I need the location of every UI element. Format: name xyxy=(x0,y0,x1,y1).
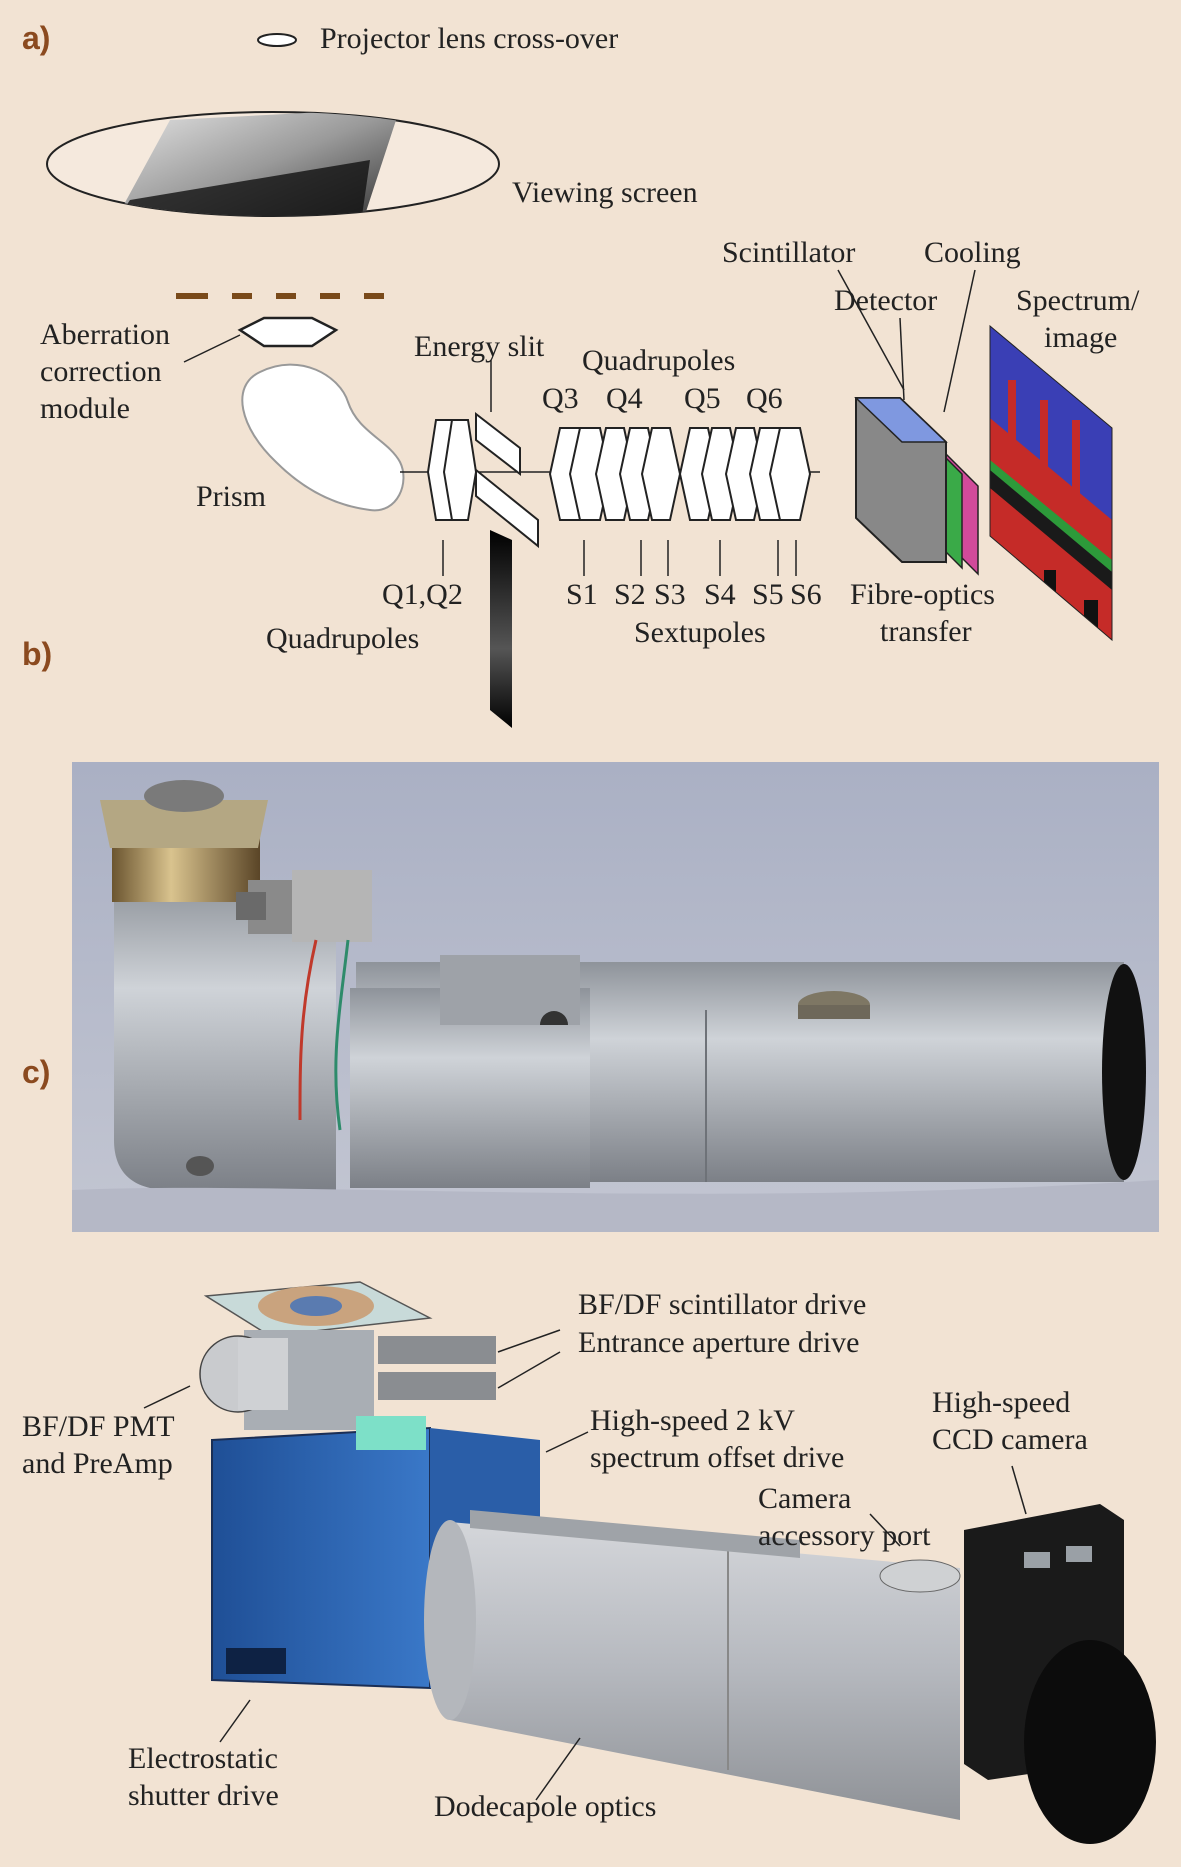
viewing-screen-label: Viewing screen xyxy=(512,176,698,209)
quadrupole-q1-q2 xyxy=(426,419,478,521)
entrance-aperture-label: Entrance aperture drive xyxy=(578,1326,860,1359)
fibre-label-2: transfer xyxy=(880,615,972,648)
sextupoles-label: Sextupoles xyxy=(634,616,766,649)
shutter-label-1: Electrostatic xyxy=(128,1742,278,1775)
pmt-label-2: and PreAmp xyxy=(22,1447,173,1480)
pmt-label-1: BF/DF PMT xyxy=(22,1410,175,1443)
quadrupoles-bottom-label: Quadrupoles xyxy=(266,622,420,655)
s5-label: S5 xyxy=(752,578,784,611)
slit-beam-image xyxy=(490,530,512,728)
scintillator-label: Scintillator xyxy=(722,236,856,269)
aberration-label-1: Aberration xyxy=(40,318,170,351)
s3-label: S3 xyxy=(654,578,686,611)
panel-label-a: a) xyxy=(22,20,51,56)
accessory-label-2: accessory port xyxy=(758,1519,931,1552)
spectrum-image xyxy=(989,324,1113,642)
dodecapole-label: Dodecapole optics xyxy=(434,1790,657,1823)
detector-label: Detector xyxy=(834,284,938,317)
s2-label: S2 xyxy=(614,578,646,611)
aberration-label-3: module xyxy=(40,392,130,425)
fibre-label-1: Fibre-optics xyxy=(850,578,995,611)
s1-label: S1 xyxy=(566,578,598,611)
quadrupoles-sextupoles xyxy=(548,427,812,521)
panel-label-b: b) xyxy=(22,636,53,672)
q6-label: Q6 xyxy=(746,382,783,415)
panel-label-c: c) xyxy=(22,1054,51,1090)
ccd-label-1: High-speed xyxy=(932,1386,1071,1419)
accessory-label-1: Camera xyxy=(758,1482,852,1515)
ellipse-crossover-icon xyxy=(257,33,297,47)
bfdf-scintillator-label: BF/DF scintillator drive xyxy=(578,1288,867,1321)
prism xyxy=(241,363,405,512)
energy-slit xyxy=(475,411,539,549)
legend-crossover-label: Projector lens cross-over xyxy=(320,22,619,55)
prism-label: Prism xyxy=(196,480,267,513)
detector-stack xyxy=(854,397,979,576)
cooling-label: Cooling xyxy=(924,236,1021,269)
spectrum-label-1: Spectrum/ xyxy=(1016,284,1140,317)
aberration-label-2: correction xyxy=(40,355,162,388)
aberration-module xyxy=(237,316,339,348)
q1q2-label: Q1,Q2 xyxy=(382,578,463,611)
hs-offset-label-1: High-speed 2 kV xyxy=(590,1404,795,1437)
quadrupoles-top-label: Quadrupoles xyxy=(582,344,736,377)
shutter-label-2: shutter drive xyxy=(128,1779,279,1812)
q5-label: Q5 xyxy=(684,382,721,415)
s4-label: S4 xyxy=(704,578,736,611)
q4-label: Q4 xyxy=(606,382,643,415)
hs-offset-label-2: spectrum offset drive xyxy=(590,1441,845,1474)
spectrum-label-2: image xyxy=(1044,321,1118,354)
ccd-label-2: CCD camera xyxy=(932,1423,1088,1456)
s6-label: S6 xyxy=(790,578,822,611)
energy-slit-label: Energy slit xyxy=(414,330,545,363)
q3-label: Q3 xyxy=(542,382,579,415)
